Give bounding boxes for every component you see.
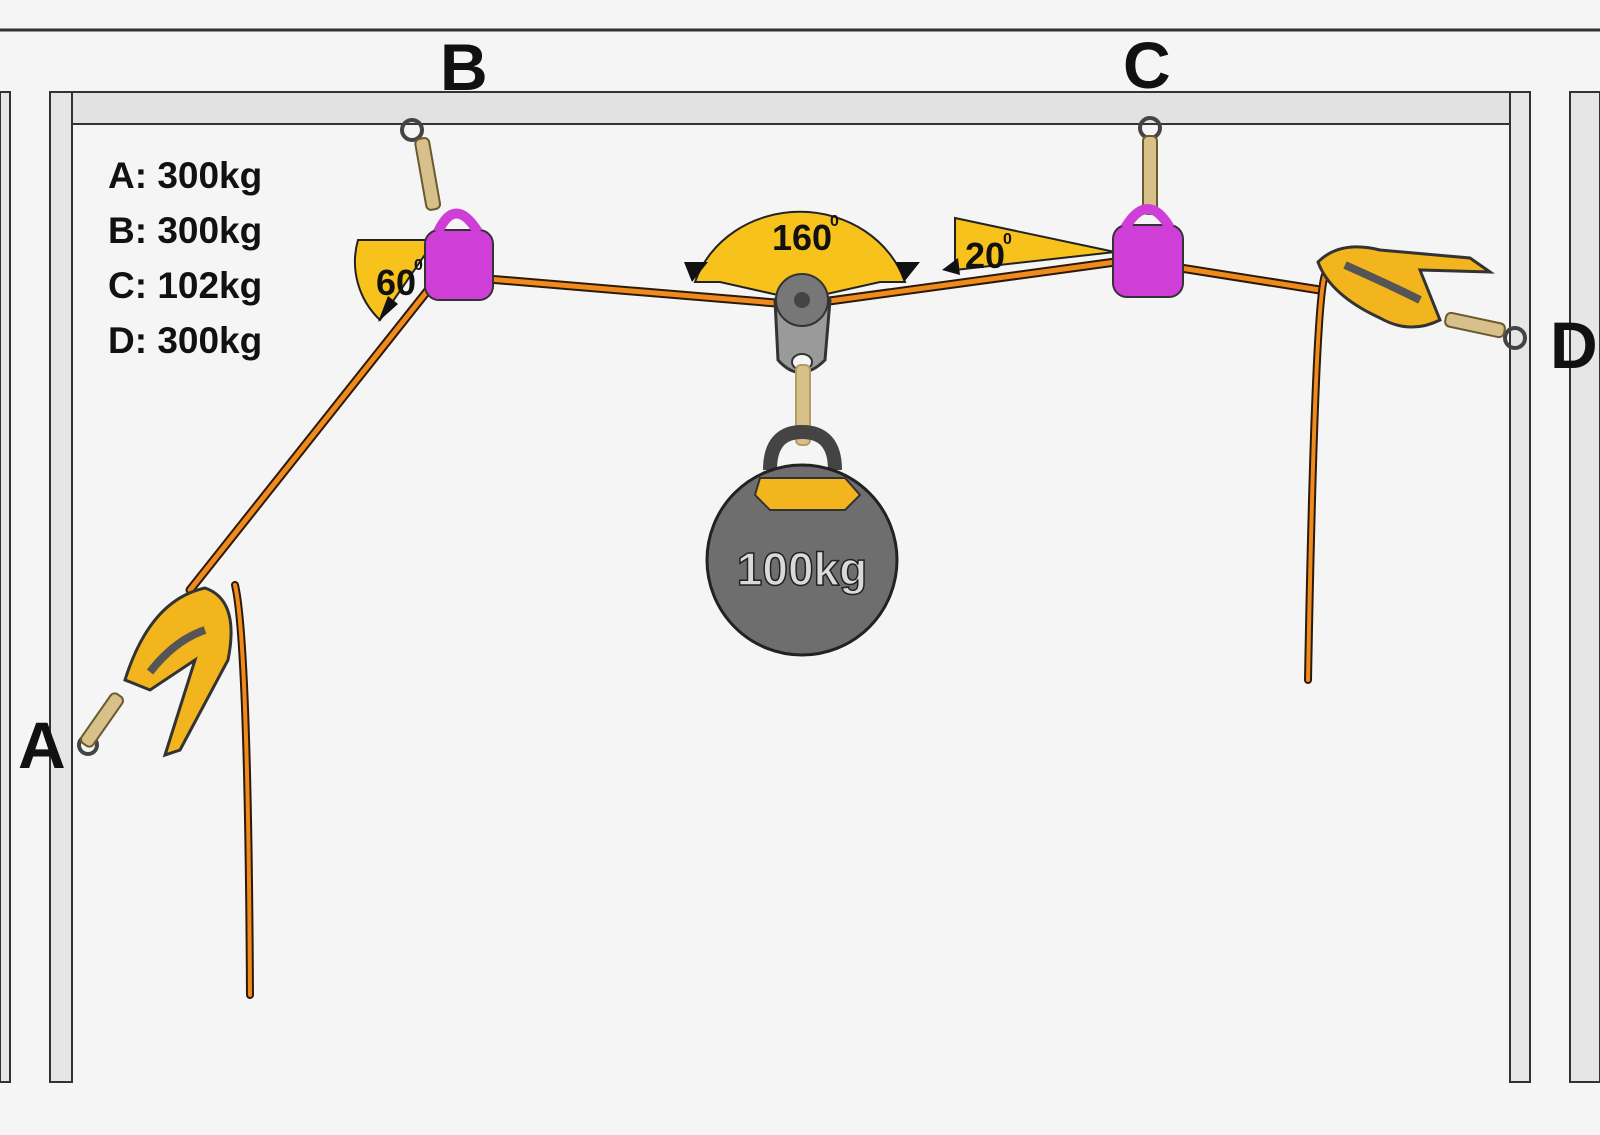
arrowhead-left — [378, 296, 398, 322]
sling-icon — [1142, 135, 1158, 215]
pulley-assembly — [705, 273, 899, 657]
anchor-label-d: D — [1550, 308, 1598, 382]
legend-line-d: D: 300kg — [108, 320, 262, 361]
degree-mark-right: 0 — [1003, 231, 1012, 248]
angle-label-left: 60 — [376, 262, 416, 303]
arrowhead-right — [942, 258, 960, 275]
angle-wedge-right — [954, 216, 1116, 272]
arrowhead-center-right — [896, 262, 920, 282]
carabiner-icon — [1112, 224, 1184, 298]
anchor-a-device — [77, 586, 233, 758]
eye-bolt-icon — [1503, 326, 1527, 350]
legend-line-a: A: 300kg — [108, 155, 262, 196]
sling-icon — [795, 364, 811, 446]
eye-bolt-icon — [400, 118, 424, 142]
anchor-label-b: B — [440, 30, 488, 104]
weight-label: 100kg — [737, 543, 867, 595]
legend-line-c: C: 102kg — [108, 265, 262, 306]
anchor-label-c: C — [1123, 28, 1171, 102]
anchor-c-hardware — [1112, 116, 1184, 298]
weight-icon — [705, 463, 899, 657]
sling-icon — [1444, 311, 1506, 339]
angle-labels: 60 0 160 0 20 0 — [376, 213, 1012, 303]
anchor-b-hardware — [400, 118, 494, 301]
anchor-label-a: A — [18, 708, 66, 782]
legend-line-b: B: 300kg — [108, 210, 262, 251]
angle-label-center: 160 — [772, 217, 832, 258]
rope-grab-device-icon — [1316, 245, 1495, 329]
sling-icon — [414, 137, 442, 211]
anchor-d-device — [1316, 245, 1527, 350]
angle-label-right: 20 — [965, 235, 1005, 276]
degree-mark-left: 0 — [414, 257, 423, 274]
corner-labels: B C A D — [18, 28, 1598, 782]
arrowhead-center-left — [684, 262, 708, 282]
carabiner-icon — [424, 229, 494, 301]
weight-handle — [763, 424, 842, 471]
sling-icon — [80, 692, 124, 748]
load-legend: A: 300kg B: 300kg C: 102kg D: 300kg — [108, 155, 262, 361]
rope-grab-device-icon — [123, 586, 233, 758]
degree-mark-center: 0 — [830, 213, 839, 230]
angle-wedges — [353, 210, 1116, 322]
